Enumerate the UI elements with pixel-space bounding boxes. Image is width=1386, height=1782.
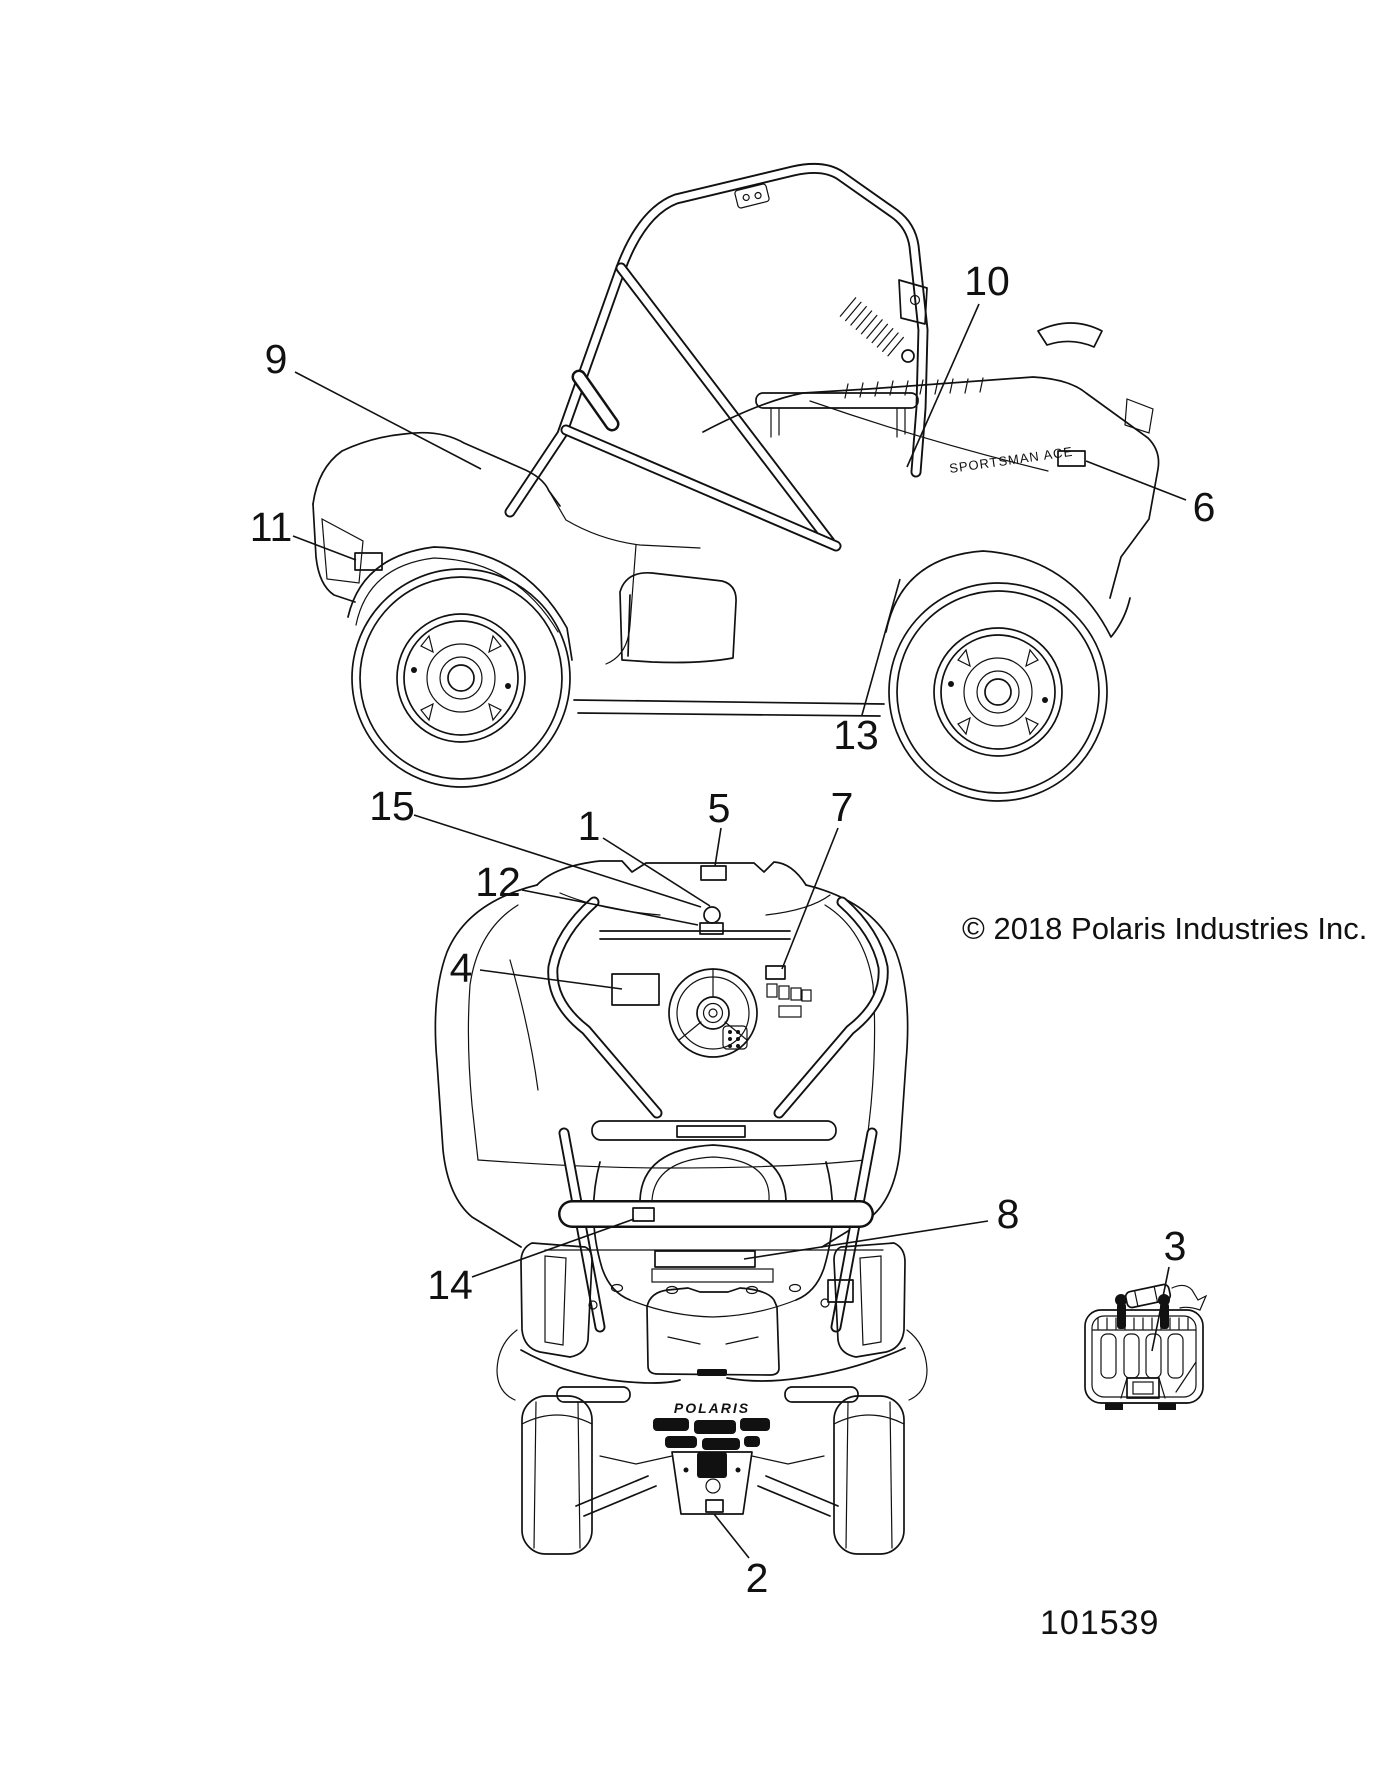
callout-14-label: 14 [427,1262,473,1308]
callout-1-label: 1 [578,803,601,849]
side-square-decal [827,1279,854,1303]
tail-light [1124,398,1154,434]
callout-15-leader [413,814,702,908]
callout-11-leader [292,535,357,561]
callout-4-leader [479,969,623,990]
steering-wheel-side [571,369,620,432]
front-body [312,431,885,717]
decal-2-target [705,1499,724,1513]
hood [646,1287,780,1376]
front-wheels [521,1395,905,1555]
decal-5-target [700,865,727,881]
side-view: SPORTSMAN ACE [312,162,1160,802]
seat-side [619,572,737,664]
fuel-cap-target [703,906,721,924]
copyright-text: © 2018 Polaris Industries Inc. [962,911,1367,946]
rear-grab-handle [1037,322,1103,348]
top-view [434,860,909,1333]
callout-4-label: 4 [450,945,473,991]
side-fender-decal-text: SPORTSMAN ACE [948,444,1074,476]
callout-10-label: 10 [964,258,1010,304]
decal-11-target [354,552,383,571]
detail-part-battery-box [1084,1283,1208,1410]
grille [653,1418,770,1450]
callout-3-leader [1151,1266,1170,1352]
callout-2-leader [713,1513,750,1559]
dash-cluster [722,965,812,1050]
cage-clamp [734,183,770,209]
callout-3-label: 3 [1164,1223,1187,1269]
decal-7-target [765,965,786,980]
callout-10-leader [906,303,980,468]
bed-hatch [844,377,984,399]
left-fender-pod [496,1242,593,1401]
rear-body: SPORTSMAN ACE [702,322,1160,638]
callout-8-leader [743,1220,989,1260]
steering-wheel-top [668,968,758,1058]
callout-5-label: 5 [708,785,731,831]
callout-5-leader [714,827,722,867]
mid-panel [588,1279,854,1310]
callout-12-leader [521,889,699,926]
callout-9-leader [294,371,482,470]
callout-9-label: 9 [265,336,288,382]
seat-top [592,1144,834,1318]
left-light-slot [556,1386,631,1403]
rear-wheel [888,582,1108,802]
right-fender-pod [833,1242,928,1401]
front-bumper-decal-text: POLARIS [674,1400,750,1416]
grab-bar [558,1200,874,1228]
figure-number: 101539 [1040,1604,1159,1642]
callout-12-label: 12 [475,859,521,905]
callout-6-leader [1085,460,1187,501]
right-light-slot [784,1386,859,1403]
front-fascia: POLARIS [520,1347,906,1450]
callout-6-label: 6 [1193,484,1216,530]
headlight [321,517,364,584]
callout-13-leader [861,578,901,716]
callout-2-label: 2 [746,1555,769,1601]
decal-4-target [611,973,660,1006]
callout-15-label: 15 [369,783,415,829]
callout-14-leader [471,1218,635,1278]
decal-14-target [632,1207,655,1222]
front-wheel [351,568,571,788]
roll-cage [504,162,929,552]
callout-8-label: 8 [997,1191,1020,1237]
decal-8-upper-target [676,1125,746,1138]
callout-7-leader [781,827,839,970]
decal-12-target [699,922,724,935]
callout-7-label: 7 [831,784,854,830]
rear-shock [839,279,928,363]
cab-tubes [547,896,889,1333]
callout-11-label: 11 [250,504,293,550]
decal-8-target [654,1250,756,1268]
callout-13-label: 13 [833,712,879,758]
callout-1-leader [602,837,711,907]
front-view: POLARIS [496,1200,928,1555]
rear-rack [755,392,919,438]
rear-rack-top [591,1120,837,1141]
bumper-winch [575,1451,839,1517]
decal-6-target [1057,450,1086,467]
